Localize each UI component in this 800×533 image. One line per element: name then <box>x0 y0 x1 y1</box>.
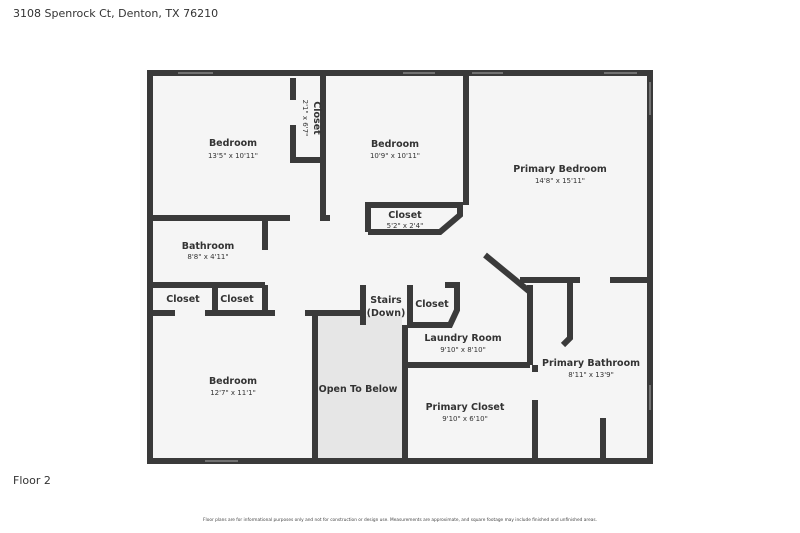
room-dims: 2'1" x 6'7" <box>301 100 309 137</box>
room-dims: 8'8" x 4'11" <box>187 253 228 261</box>
room-dims: 5'2" x 2'4" <box>387 222 424 230</box>
room-name: Closet <box>415 299 449 310</box>
floor-label: Floor 2 <box>13 474 51 487</box>
room-name: Stairs <box>370 295 402 306</box>
room-name: (Down) <box>367 308 406 319</box>
room-name: Bedroom <box>371 139 419 150</box>
room-name: Bedroom <box>209 138 257 149</box>
room-dims: 12'7" x 11'1" <box>210 389 256 397</box>
room-dims: 9'10" x 6'10" <box>442 415 488 423</box>
disclaimer: Floor plans are for informational purpos… <box>203 518 597 523</box>
room-name: Closet <box>388 210 422 221</box>
room-dims: 14'8" x 15'11" <box>535 177 585 185</box>
room-name: Primary Closet <box>426 402 505 413</box>
room-name: Primary Bedroom <box>513 164 607 175</box>
room-dims: 8'11" x 13'9" <box>568 371 614 379</box>
room-name: Primary Bathroom <box>542 358 640 369</box>
room-dims: 9'10" x 8'10" <box>440 346 486 354</box>
room-name: Bathroom <box>182 241 235 252</box>
address-title: 3108 Spenrock Ct, Denton, TX 76210 <box>13 7 219 20</box>
room-labels: Bedroom 13'5" x 10'11" Closet 2'1" x 6'7… <box>166 100 640 423</box>
room-name: Closet <box>311 101 322 135</box>
room-name: Laundry Room <box>424 333 501 344</box>
room-name: Bedroom <box>209 376 257 387</box>
room-name: Open To Below <box>319 384 398 395</box>
room-name: Closet <box>220 294 254 305</box>
open-to-below-area <box>318 316 402 458</box>
room-dims: 10'9" x 10'11" <box>370 152 420 160</box>
windows <box>178 72 651 462</box>
room-dims: 13'5" x 10'11" <box>208 152 258 160</box>
room-name: Closet <box>166 294 200 305</box>
walls <box>147 70 653 464</box>
